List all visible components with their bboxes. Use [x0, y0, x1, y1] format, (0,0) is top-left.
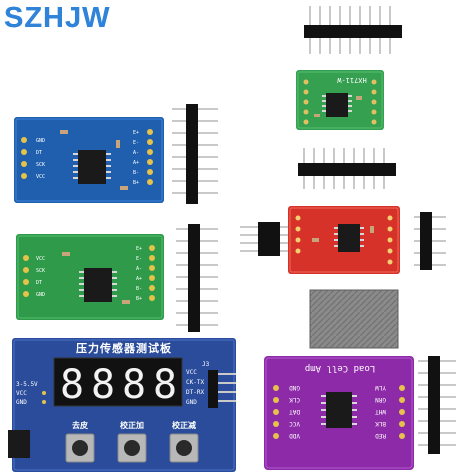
blue-pin-a-minus: A-: [133, 150, 139, 156]
header-pins-middle: [298, 148, 396, 189]
display-right-cktx: CK-TX: [186, 379, 204, 386]
brand-logo-text: SZHJW: [4, 2, 111, 34]
purple-label-ylw: YLW: [375, 384, 386, 391]
small-green-module: HX711-W: [296, 70, 384, 130]
purple-label-red: RED: [375, 432, 386, 439]
purple-title: Load Cell Amp: [305, 363, 375, 373]
green-pin-b-minus: B-: [136, 286, 142, 292]
display-connector-label: J3: [202, 361, 210, 368]
tact-button-1: [65, 433, 95, 463]
tact-button-3: [169, 433, 199, 463]
tact-button-2: [117, 433, 147, 463]
header-pins-red-left: [240, 222, 288, 256]
green-label-gnd: GND: [36, 292, 45, 298]
header-pins-red-right: [414, 212, 446, 270]
blue-module: GND DT SCK VCC E+ E- A- A+ B- B+: [14, 117, 164, 203]
button-label-cal-minus: 校正减: [172, 420, 196, 430]
blue-pin-a-plus: A+: [133, 160, 139, 166]
blue-pin-b-plus: B+: [133, 180, 139, 186]
display-left-gnd: GND: [16, 399, 27, 406]
blue-label-dt: DT: [36, 150, 42, 156]
blue-pin-b-minus: B-: [133, 170, 139, 176]
digit-3: 8: [122, 362, 146, 408]
seven-segment-display: [53, 357, 183, 407]
purple-label-blk: BLK: [375, 420, 386, 427]
display-right-dtrx: DT-RX: [186, 389, 204, 396]
purple-module: Load Cell Amp GND CLK DAT VCC VDD YLW GR…: [264, 356, 414, 470]
purple-label-vcc: VCC: [289, 420, 300, 427]
header-pins-vertical-1: [172, 104, 218, 204]
purple-label-clk: CLK: [289, 396, 300, 403]
blue-pin-e-minus: E-: [133, 140, 139, 146]
green-pin-e-plus: E+: [136, 246, 142, 252]
green-label-dt: DT: [36, 280, 42, 286]
blue-label-vcc: VCC: [36, 174, 45, 180]
display-right-gnd: GND: [186, 399, 197, 406]
purple-label-dat: DAT: [289, 408, 300, 415]
digit-1: 8: [60, 362, 84, 408]
green-pin-a-minus: A-: [136, 266, 142, 272]
display-voltage-label: 3-5.5V: [16, 381, 38, 388]
brand-logo: SZHJW: [4, 2, 111, 34]
green-label-sck: SCK: [36, 268, 45, 274]
display-left-vcc: VCC: [16, 390, 27, 397]
digit-4: 8: [153, 362, 177, 408]
purple-label-grn: GRN: [375, 396, 386, 403]
shield-plate: [309, 289, 399, 349]
blue-label-sck: SCK: [36, 162, 45, 168]
green-module: VCC SCK DT GND E+ E- A- A+ B- B+: [16, 234, 164, 320]
red-module: [288, 206, 400, 274]
header-pins-top: [304, 6, 402, 54]
button-label-cal-plus: 校正加: [120, 420, 144, 430]
small-green-marking: HX711-W: [336, 76, 366, 84]
green-pin-e-minus: E-: [136, 256, 142, 262]
green-pin-b-plus: B+: [136, 296, 142, 302]
blue-label-gnd: GND: [36, 138, 45, 144]
display-title: 压力传感器测试板: [76, 341, 172, 355]
header-pins-vertical-3: [418, 356, 456, 454]
green-label-vcc: VCC: [36, 256, 45, 262]
header-pins-vertical-2: [176, 224, 218, 332]
green-pin-a-plus: A+: [136, 276, 142, 282]
power-jack: [8, 430, 30, 458]
purple-label-vdd: VDD: [289, 432, 300, 439]
purple-label-wht: WHT: [375, 408, 386, 415]
digit-2: 8: [91, 362, 115, 408]
blue-pin-e-plus: E+: [133, 130, 139, 136]
display-right-vcc: VCC: [186, 369, 197, 376]
purple-label-gnd: GND: [289, 384, 300, 391]
display-module: 压力传感器测试板 8 8 8 8 3-5.5V VCC GND VCC CK-T…: [8, 338, 236, 472]
button-label-tare: 去皮: [72, 420, 88, 430]
